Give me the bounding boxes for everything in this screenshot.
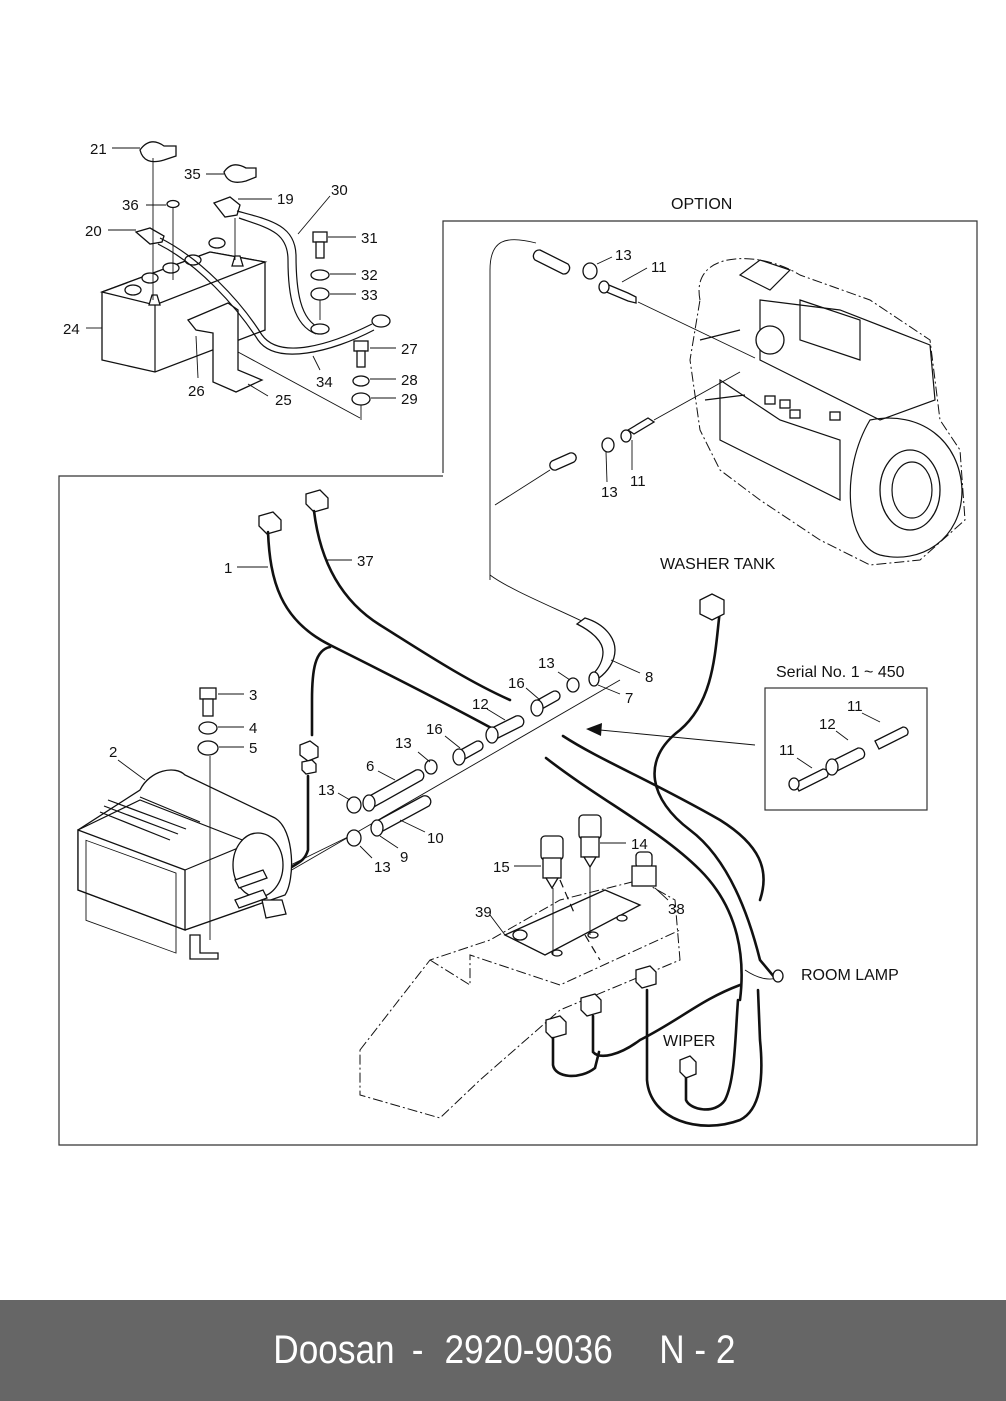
callout-31: 31 xyxy=(361,230,378,247)
callout-16b: 16 xyxy=(426,721,443,738)
label-washer-tank: WASHER TANK xyxy=(660,556,776,573)
callout-8: 8 xyxy=(645,669,653,686)
console-group: 14 15 38 39 ROOM LAMP WIPER xyxy=(359,814,899,1128)
callout-26: 26 xyxy=(188,383,205,400)
callout-13f: 13 xyxy=(374,859,391,876)
callout-13a: 13 xyxy=(615,247,632,264)
callout-11b: 11 xyxy=(630,473,646,490)
arrow-icon xyxy=(586,723,602,736)
callout-13b: 13 xyxy=(601,484,618,501)
callout-12b: 12 xyxy=(819,716,836,733)
callout-7: 7 xyxy=(625,690,633,707)
callout-9: 9 xyxy=(400,849,408,866)
callout-13d: 13 xyxy=(395,735,412,752)
footer-page-code: N - 2 xyxy=(659,1328,736,1372)
heater-harness-group: 1 37 8 7 13 16 12 16 13 6 13 10 9 13 3 4… xyxy=(77,489,777,1002)
label-room-lamp: ROOM LAMP xyxy=(801,967,899,984)
label-option: OPTION xyxy=(671,196,732,213)
callout-20: 20 xyxy=(85,223,102,240)
footer-brand: Doosan xyxy=(273,1328,396,1372)
callout-16a: 16 xyxy=(508,675,525,692)
callout-13e: 13 xyxy=(318,782,335,799)
callout-11c: 11 xyxy=(779,742,795,759)
callout-25: 25 xyxy=(275,392,292,409)
callout-4: 4 xyxy=(249,720,257,737)
callout-27: 27 xyxy=(401,341,418,358)
callout-6: 6 xyxy=(366,758,374,775)
callout-21: 21 xyxy=(90,141,107,158)
heater-unit xyxy=(77,769,293,960)
callout-37: 37 xyxy=(357,553,374,570)
callout-29: 29 xyxy=(401,391,418,408)
footer-separator: - xyxy=(412,1328,424,1372)
serial-inset: Serial No. 1 ~ 450 11 12 11 xyxy=(764,664,928,811)
callout-3: 3 xyxy=(249,687,257,704)
label-serial-range: Serial No. 1 ~ 450 xyxy=(776,664,905,681)
callout-1: 1 xyxy=(224,560,232,577)
callout-19: 19 xyxy=(277,191,294,208)
callout-36: 36 xyxy=(122,197,139,214)
engine-illustration xyxy=(689,258,966,566)
diagram-frame xyxy=(58,220,978,1146)
callout-10: 10 xyxy=(427,830,444,847)
callout-13c: 13 xyxy=(538,655,555,672)
footer-part-number: 2920-9036 xyxy=(444,1328,613,1372)
callout-33: 33 xyxy=(361,287,378,304)
callout-28: 28 xyxy=(401,372,418,389)
footer-banner: Doosan - 2920-9036 N - 2 xyxy=(0,1300,1006,1401)
label-wiper: WIPER xyxy=(663,1033,715,1050)
callout-2: 2 xyxy=(109,744,117,761)
callout-34: 34 xyxy=(316,374,333,391)
callout-12: 12 xyxy=(472,696,489,713)
engine-option-group: OPTION 1 xyxy=(489,196,966,580)
callout-15: 15 xyxy=(493,859,510,876)
callout-11a: 11 xyxy=(651,259,667,276)
callout-24: 24 xyxy=(63,321,80,338)
parts-diagram: 21 35 36 19 30 20 31 32 33 24 27 28 29 2… xyxy=(58,141,978,1146)
callout-38: 38 xyxy=(668,901,685,918)
callout-5: 5 xyxy=(249,740,257,757)
callout-39: 39 xyxy=(475,904,492,921)
callout-14: 14 xyxy=(631,836,648,853)
callout-11d: 11 xyxy=(847,698,863,715)
battery-assembly: 21 35 36 19 30 20 31 32 33 24 27 28 29 2… xyxy=(63,141,418,420)
callout-35: 35 xyxy=(184,166,201,183)
callout-30: 30 xyxy=(331,182,348,199)
callout-32: 32 xyxy=(361,267,378,284)
